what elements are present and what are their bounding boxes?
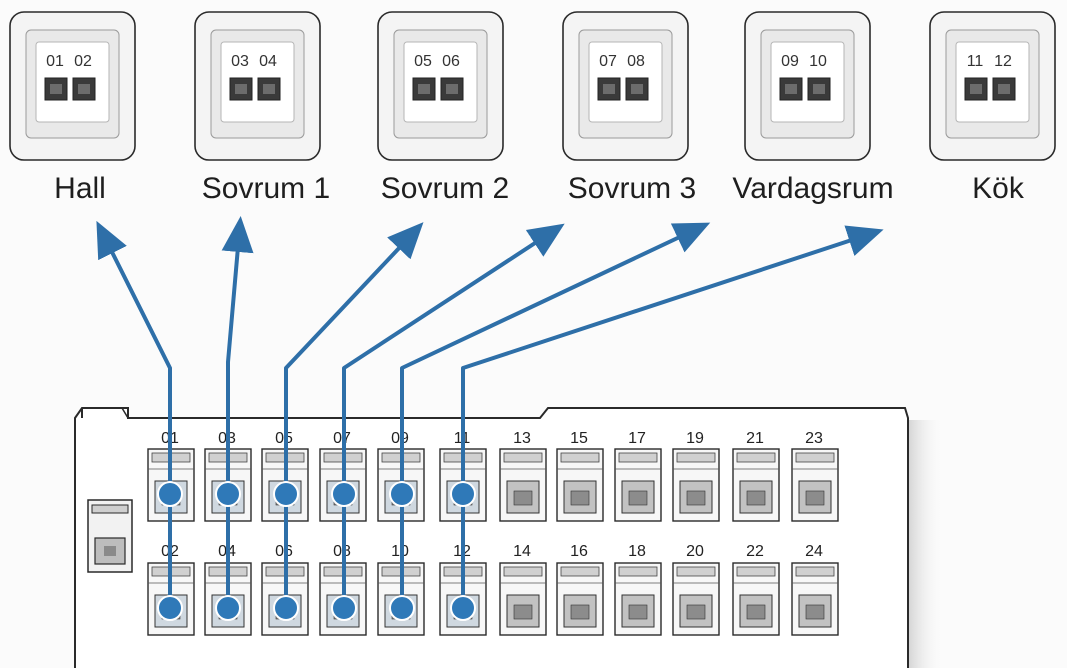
cable-node: [273, 481, 299, 507]
cable-node: [389, 595, 415, 621]
panel-outline: [74, 407, 909, 668]
room-label: Sovrum 1: [202, 172, 330, 205]
wall-socket: 09 10: [744, 11, 871, 161]
panel-port-number: 24: [805, 543, 823, 560]
panel-port: [791, 448, 839, 522]
panel-port: [499, 562, 547, 636]
cable-node: [450, 595, 476, 621]
socket-port-number: 09: [781, 53, 799, 70]
cable-node: [215, 481, 241, 507]
cable-node: [157, 481, 183, 507]
wall-socket: 11 12: [929, 11, 1056, 161]
cables: [96, 216, 884, 608]
panel-port: [732, 448, 780, 522]
room-labels: Hall Sovrum 1 Sovrum 2 Sovrum 3 Vardagsrum Kö…: [54, 172, 1025, 205]
panel-port: [732, 562, 780, 636]
panel-port-number: 16: [570, 543, 588, 560]
cable-node: [215, 595, 241, 621]
socket-port-number: 01: [46, 53, 64, 70]
socket-port-number: 12: [994, 53, 1012, 70]
cable-node: [450, 481, 476, 507]
wall-socket: 03 04: [194, 11, 321, 161]
socket-port-number: 06: [442, 53, 460, 70]
room-label: Kök: [972, 172, 1025, 205]
cable-line: [284, 222, 424, 608]
panel-port-number: 19: [686, 430, 704, 447]
panel-port: [614, 562, 662, 636]
connection-nodes: [157, 481, 476, 621]
panel-port: [556, 562, 604, 636]
panel-port: [614, 448, 662, 522]
room-label: Sovrum 3: [568, 172, 696, 205]
socket-port-number: 03: [231, 53, 249, 70]
panel-port-number: 15: [570, 430, 588, 447]
cable-line: [342, 223, 565, 608]
room-label: Sovrum 2: [381, 172, 509, 205]
socket-port-number: 08: [627, 53, 645, 70]
panel-port-number: 22: [746, 543, 764, 560]
socket-port-number: 04: [259, 53, 277, 70]
panel-port-number: 14: [513, 543, 531, 560]
panel-port: [672, 448, 720, 522]
wall-socket: 01 02: [9, 11, 136, 161]
cable-line: [400, 222, 711, 608]
panel-port: [499, 448, 547, 522]
panel-port-number: 21: [746, 430, 764, 447]
socket-port-number: 02: [74, 53, 92, 70]
cable-node: [273, 595, 299, 621]
panel-shadow: [905, 420, 945, 668]
cable-line: [461, 225, 884, 608]
panel-port: [556, 448, 604, 522]
panel-port: [672, 562, 720, 636]
wall-socket: 07 08: [562, 11, 689, 161]
socket-port-number: 10: [809, 53, 827, 70]
socket-port-number: 11: [967, 53, 984, 70]
room-label: Vardagsrum: [732, 172, 893, 205]
wall-socket: 05 06: [377, 11, 504, 161]
cable-line: [221, 216, 254, 608]
panel-port-number: 20: [686, 543, 704, 560]
panel-port: [791, 562, 839, 636]
panel-port-number: 18: [628, 543, 646, 560]
cable-node: [331, 595, 357, 621]
wall-sockets: 01 02 03 04 05 06 07 08 09 10 11 12: [9, 11, 1056, 161]
socket-port-number: 05: [414, 53, 432, 70]
room-label: Hall: [54, 172, 106, 205]
panel-port-number: 23: [805, 430, 823, 447]
panel-port-number: 17: [628, 430, 646, 447]
socket-port-number: 07: [599, 53, 617, 70]
panel-port-number: 13: [513, 430, 531, 447]
cable-node: [331, 481, 357, 507]
cable-node: [389, 481, 415, 507]
cable-line: [96, 220, 172, 608]
cable-node: [157, 595, 183, 621]
side-port: [87, 499, 133, 573]
